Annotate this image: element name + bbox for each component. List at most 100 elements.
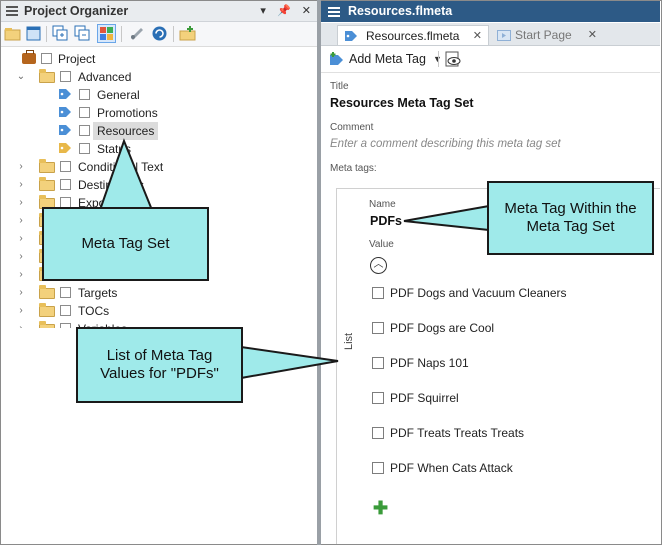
tree-item-label: General (97, 88, 140, 102)
tree-item-general[interactable]: General (1, 86, 317, 104)
value-field-label: Value (369, 239, 394, 250)
chevron-right-icon[interactable]: › (19, 215, 23, 226)
value-checkbox[interactable] (372, 392, 384, 404)
add-meta-tag-icon (330, 52, 343, 65)
pin-icon[interactable]: 📌 (277, 5, 291, 17)
tree-item-label: Promotions (97, 106, 158, 120)
folder-icon (39, 177, 55, 191)
chevron-right-icon[interactable]: › (19, 251, 23, 262)
tree-item-advanced[interactable]: ⌄ Advanced (1, 68, 317, 86)
editor-tab-strip: Resources.flmeta ✕ Start Page ✕ (321, 23, 660, 46)
meta-tag-icon (59, 89, 71, 99)
chevron-down-icon[interactable]: ⌄ (16, 71, 26, 82)
value-checkbox[interactable] (372, 287, 384, 299)
open-folder-icon[interactable] (4, 25, 21, 42)
meta-tag-editor-pane: Resources.flmeta Resources.flmeta ✕ Star… (321, 1, 660, 544)
menu-icon[interactable] (328, 7, 340, 17)
tree-item-status[interactable]: Status (1, 140, 317, 158)
chevron-right-icon[interactable]: › (19, 179, 23, 190)
project-tree: Project ⌄ Advanced General Promotions Re… (1, 48, 317, 328)
meta-tag-name-field[interactable]: PDFs (370, 214, 402, 228)
pane-controls: ▾ 📌 ✕ (252, 4, 311, 17)
callout-text: List of Meta Tag Values for "PDFs" (100, 347, 219, 382)
tree-checkbox[interactable] (60, 287, 71, 298)
title-field[interactable]: Resources Meta Tag Set (330, 96, 474, 110)
tree-checkbox[interactable] (79, 107, 90, 118)
chevron-right-icon[interactable]: › (19, 197, 23, 208)
dropdown-arrow-icon[interactable]: ▼ (433, 50, 442, 68)
tree-item-conditional-text[interactable]: › Conditional Text (1, 158, 317, 176)
tree-checkbox[interactable] (60, 323, 71, 328)
tree-checkbox[interactable] (60, 71, 71, 82)
meta-tags-label: Meta tags: (330, 163, 377, 174)
toolbar-separator (438, 51, 439, 67)
value-label: PDF Treats Treats Treats (390, 426, 525, 440)
meta-tag-icon (59, 107, 71, 117)
tab-start-page[interactable]: Start Page ✕ (491, 25, 603, 45)
chevron-right-icon[interactable]: › (19, 233, 23, 244)
pane-title: Project Organizer (24, 4, 129, 18)
tree-item-label: Resources (93, 122, 159, 140)
tree-item-label: Variables (78, 320, 127, 328)
tree-item-resources[interactable]: Resources (1, 122, 317, 140)
menu-icon[interactable] (6, 6, 18, 16)
chevron-right-icon[interactable]: › (19, 269, 23, 280)
collapse-icon[interactable]: ︿ (370, 257, 387, 274)
callout-meta-tag-within: Meta Tag Within the Meta Tag Set (487, 181, 654, 255)
tab-label: Resources.flmeta (366, 29, 460, 43)
window-icon[interactable] (25, 25, 42, 42)
tree-item-promotions[interactable]: Promotions (1, 104, 317, 122)
tree-item-destinations[interactable]: › Destinations (1, 176, 317, 194)
collapse-all-icon[interactable] (74, 25, 91, 42)
tab-resources-flmeta[interactable]: Resources.flmeta ✕ (337, 25, 489, 45)
close-icon[interactable]: ✕ (301, 5, 311, 17)
binding-icon[interactable] (128, 25, 145, 42)
tree-checkbox[interactable] (60, 161, 71, 172)
value-checkbox[interactable] (372, 427, 384, 439)
organizer-toolbar (1, 22, 317, 47)
value-checkbox[interactable] (372, 357, 384, 369)
tree-item-variables[interactable]: › Variables (1, 320, 317, 328)
tree-item-label: Status (97, 142, 132, 156)
grid-view-icon[interactable] (97, 24, 116, 43)
value-checkbox[interactable] (372, 322, 384, 334)
add-value-icon[interactable]: ✚ (373, 498, 389, 518)
tree-checkbox[interactable] (41, 53, 52, 64)
comment-field[interactable]: Enter a comment describing this meta tag… (330, 138, 561, 150)
callout-list-values: List of Meta Tag Values for "PDFs" (76, 327, 243, 403)
chevron-right-icon[interactable]: › (16, 320, 26, 328)
pane-splitter[interactable] (317, 0, 321, 545)
chevron-right-icon[interactable]: › (19, 161, 23, 172)
dropdown-icon[interactable]: ▾ (260, 5, 266, 17)
tree-item-project[interactable]: Project (1, 50, 317, 68)
preview-eye-icon[interactable] (445, 51, 461, 67)
list-type-label: List (343, 332, 355, 350)
new-folder-icon[interactable] (179, 25, 196, 42)
tree-checkbox[interactable] (79, 143, 90, 154)
tree-item-tocs[interactable]: › TOCs (1, 302, 317, 320)
start-page-icon (497, 30, 511, 41)
title-field-label: Title (330, 81, 349, 92)
editor-toolbar: Add Meta Tag ▼ (321, 46, 660, 73)
toolbar-separator (121, 26, 122, 42)
folder-icon (39, 69, 55, 83)
expand-all-icon[interactable] (52, 25, 69, 42)
tree-item-label: Conditional Text (78, 160, 164, 174)
value-checkbox[interactable] (372, 462, 384, 474)
chevron-right-icon[interactable]: › (19, 305, 23, 316)
chevron-right-icon[interactable]: › (19, 287, 23, 298)
project-icon (22, 50, 36, 64)
tree-item-label: Targets (78, 286, 118, 300)
callout-text: Meta Tag Within the Meta Tag Set (504, 200, 637, 235)
tree-checkbox[interactable] (79, 89, 90, 100)
refresh-icon[interactable] (151, 25, 168, 42)
tree-checkbox[interactable] (60, 305, 71, 316)
close-icon[interactable]: ✕ (472, 30, 482, 42)
tree-checkbox[interactable] (60, 179, 71, 190)
meta-tag-icon (345, 31, 357, 41)
tree-checkbox[interactable] (79, 125, 90, 136)
tree-item-targets[interactable]: › Targets (1, 284, 317, 302)
tree-item-label: Project (58, 52, 96, 66)
close-icon[interactable]: ✕ (587, 29, 597, 41)
toolbar-separator (46, 26, 47, 42)
